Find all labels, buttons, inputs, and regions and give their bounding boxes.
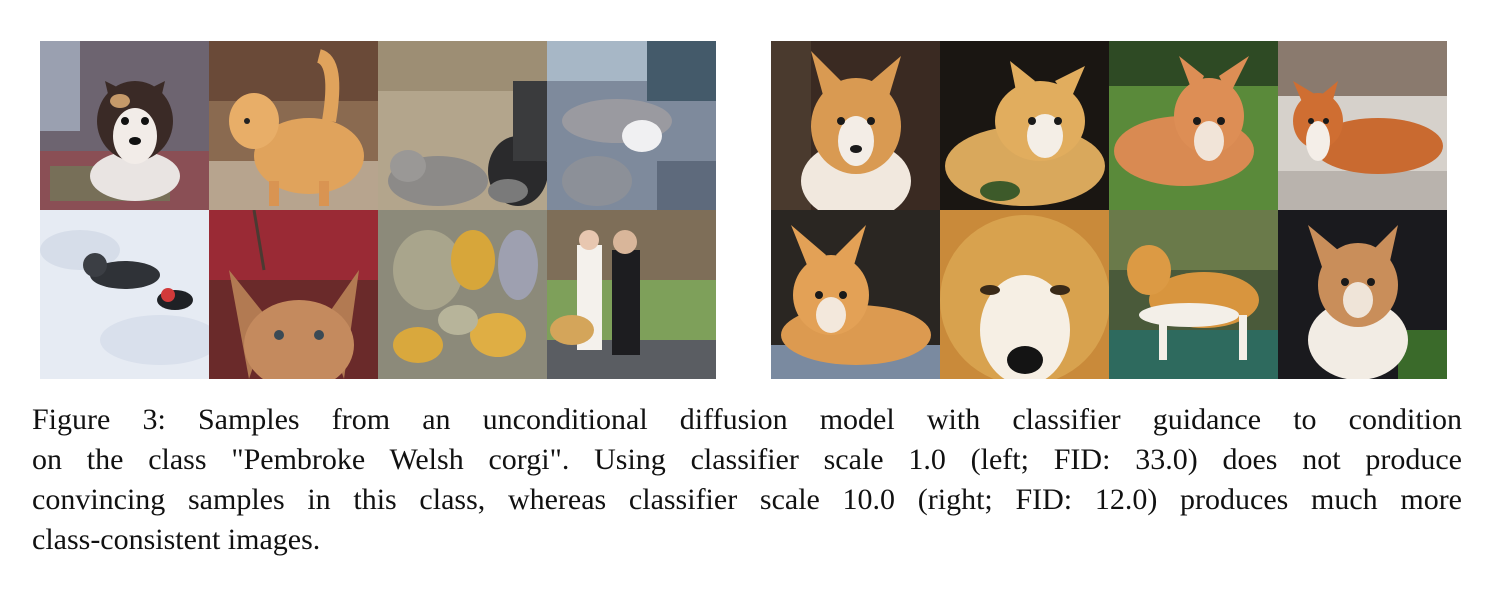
right-sample-grid (771, 41, 1447, 379)
sample-image-corgi-sitting-night (1278, 210, 1447, 379)
sample-image-corgi-face-closeup (940, 210, 1109, 379)
sample-image-corgi-on-grass (1109, 41, 1278, 210)
left-sample-grid (40, 41, 716, 379)
figure-caption: Figure 3: Samples from an unconditional … (32, 400, 1462, 560)
caption-line: on the class "Pembroke Welsh corgi". Usi… (32, 443, 1462, 476)
sample-image-brown-dog-head-closeup (209, 210, 378, 379)
sample-image-dogs-in-snow (40, 210, 209, 379)
sample-image-corgi-lying-sofa (771, 210, 940, 379)
sample-image-dogs-on-dirt-ground (378, 41, 547, 210)
sample-image-fluffy-orange-dog (209, 41, 378, 210)
sample-image-red-corgi-lying (1278, 41, 1447, 210)
sample-image-abstract-yellow-blobs (378, 210, 547, 379)
caption-line: convincing samples in this class, wherea… (32, 483, 1462, 516)
sample-image-corgi-lying-dark-bg (940, 41, 1109, 210)
sample-image-fluffy-corgi-portrait (771, 41, 940, 210)
sample-image-blurry-animals-on-blanket (547, 41, 716, 210)
sample-image-people-with-dogs-on-lawn (547, 210, 716, 379)
sample-image-tricolor-dog-on-rug (40, 41, 209, 210)
sample-image-corgi-standing-side (1109, 210, 1278, 379)
caption-line: class-consistent images. (32, 523, 321, 556)
caption-line: Figure 3: Samples from an unconditional … (32, 403, 1462, 436)
